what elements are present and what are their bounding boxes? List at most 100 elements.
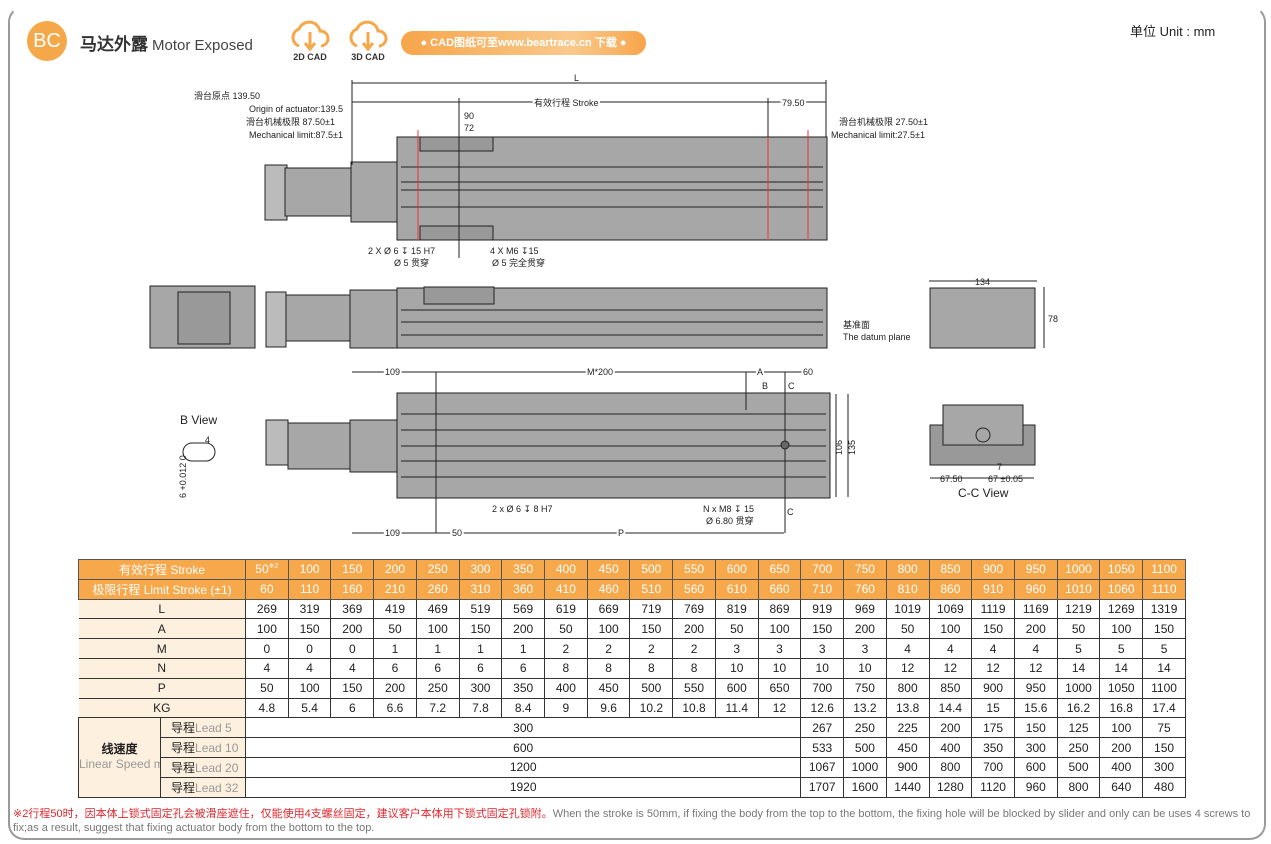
- speed-cell: 500: [843, 737, 887, 758]
- cc-view-title: C-C View: [958, 486, 1009, 500]
- speed-cell: 225: [885, 717, 930, 739]
- table-cell: 1069: [928, 598, 973, 620]
- speed-cell: 400: [928, 737, 973, 758]
- table-cell: 4: [885, 638, 930, 659]
- speed-cell: 800: [1056, 776, 1101, 798]
- stroke-cell: 1000: [1056, 559, 1101, 580]
- row-label: P: [78, 677, 246, 699]
- limit-stroke-cell: 710: [800, 578, 845, 600]
- table-cell: 1: [415, 638, 460, 659]
- speed-cell: 200: [928, 717, 973, 739]
- lead-label: 导程Lead 5: [160, 717, 246, 739]
- table-cell: 17.4: [1142, 697, 1186, 719]
- section-C-top: C: [788, 381, 795, 391]
- table-cell: 500: [629, 677, 674, 699]
- table-cell: 0: [287, 638, 332, 659]
- table-cell: 50: [714, 618, 759, 640]
- table-cell: 3: [843, 638, 887, 659]
- row-label: KG: [78, 697, 246, 719]
- limit-stroke-cell: 910: [971, 578, 1015, 600]
- cad-2d-button[interactable]: 2D CAD: [285, 18, 335, 62]
- title-cn: 马达外露: [80, 35, 148, 54]
- table-cell: 6: [458, 657, 503, 679]
- origin-label-cn: 滑台原点 139.50: [194, 90, 260, 101]
- table-cell: 8: [586, 657, 631, 679]
- stroke-cell: 550: [672, 559, 716, 580]
- table-cell: 13.8: [885, 697, 930, 719]
- table-cell: 1019: [885, 598, 930, 620]
- hole-spec-3: 2 x Ø 6 ↧ 8 H7: [492, 504, 553, 514]
- stroke-cell: 500: [629, 559, 674, 580]
- table-cell: 7.8: [458, 697, 503, 719]
- cad-download-link[interactable]: ● CAD图纸可至www.beartrace.cn 下载 ●: [401, 31, 646, 55]
- table-cell: 719: [629, 598, 674, 620]
- table-cell: 1050: [1099, 677, 1144, 699]
- table-cell: 4: [971, 638, 1015, 659]
- technical-drawing: L 滑台原点 139.50 Origin of actuator:139.5 滑…: [149, 73, 1058, 540]
- table-cell: 1319: [1142, 598, 1186, 620]
- table-cell: 419: [373, 598, 417, 620]
- limit-stroke-cell: 610: [714, 578, 759, 600]
- table-cell: 1169: [1013, 598, 1058, 620]
- dim-m200: M*200: [587, 367, 613, 377]
- lead-label: 导程Lead 10: [160, 737, 246, 758]
- cad-3d-label: 3D CAD: [351, 52, 385, 62]
- stroke-cell: 700: [800, 559, 845, 580]
- speed-cell: 1600: [843, 776, 887, 798]
- section-B: B: [762, 381, 768, 391]
- table-cell: 819: [714, 598, 759, 620]
- speed-cell: 1280: [928, 776, 973, 798]
- table-cell: 1100: [1142, 677, 1186, 699]
- table-cell: 0: [245, 638, 289, 659]
- table-cell: 769: [672, 598, 716, 620]
- speed-cell: 300: [1142, 756, 1186, 778]
- speed-cell: 250: [843, 717, 887, 739]
- table-cell: 9: [544, 697, 588, 719]
- table-cell: 50: [885, 618, 930, 640]
- limit-stroke-cell: 410: [544, 578, 588, 600]
- speed-cell: 900: [885, 756, 930, 778]
- table-cell: 4: [245, 657, 289, 679]
- table-cell: 2: [586, 638, 631, 659]
- table-cell: 750: [843, 677, 887, 699]
- table-cell: 9.6: [586, 697, 631, 719]
- table-cell: 700: [800, 677, 845, 699]
- table-cell: 3: [800, 638, 845, 659]
- speed-cell: 1000: [843, 756, 887, 778]
- dim-109-bottom: 109: [385, 528, 400, 538]
- stroke-cell: 350: [501, 559, 546, 580]
- table-cell: 4: [928, 638, 973, 659]
- table-cell: 10: [800, 657, 845, 679]
- section-C-bottom: C: [787, 507, 794, 517]
- table-cell: 3: [714, 638, 759, 659]
- stroke-cell: 600: [714, 559, 759, 580]
- table-cell: 8: [629, 657, 674, 679]
- table-cell: 1000: [1056, 677, 1101, 699]
- limit-stroke-cell: 310: [458, 578, 503, 600]
- cc-section-view: [929, 404, 1036, 479]
- table-cell: 2: [544, 638, 588, 659]
- speed-cell: 75: [1142, 717, 1186, 739]
- speed-cell: 150: [1142, 737, 1186, 758]
- stroke-header: 有效行程 Stroke: [78, 559, 246, 580]
- cad-3d-button[interactable]: 3D CAD: [343, 18, 393, 62]
- mech-limit-left-cn: 滑台机械极限 87.50±1: [246, 116, 335, 127]
- table-cell: 150: [458, 618, 503, 640]
- dim-72: 72: [464, 123, 474, 133]
- limit-stroke-cell: 660: [757, 578, 802, 600]
- table-cell: 4.8: [245, 697, 289, 719]
- speed-cell: 125: [1056, 717, 1101, 739]
- limit-stroke-cell: 210: [373, 578, 417, 600]
- table-cell: 12: [885, 657, 930, 679]
- table-cell: 6.6: [373, 697, 417, 719]
- table-cell: 2: [672, 638, 716, 659]
- speed-cell: 500: [1056, 756, 1101, 778]
- stroke-cell: 200: [373, 559, 417, 580]
- table-cell: 100: [1099, 618, 1144, 640]
- dim-79-50: 79.50: [782, 98, 805, 108]
- table-cell: 100: [245, 618, 289, 640]
